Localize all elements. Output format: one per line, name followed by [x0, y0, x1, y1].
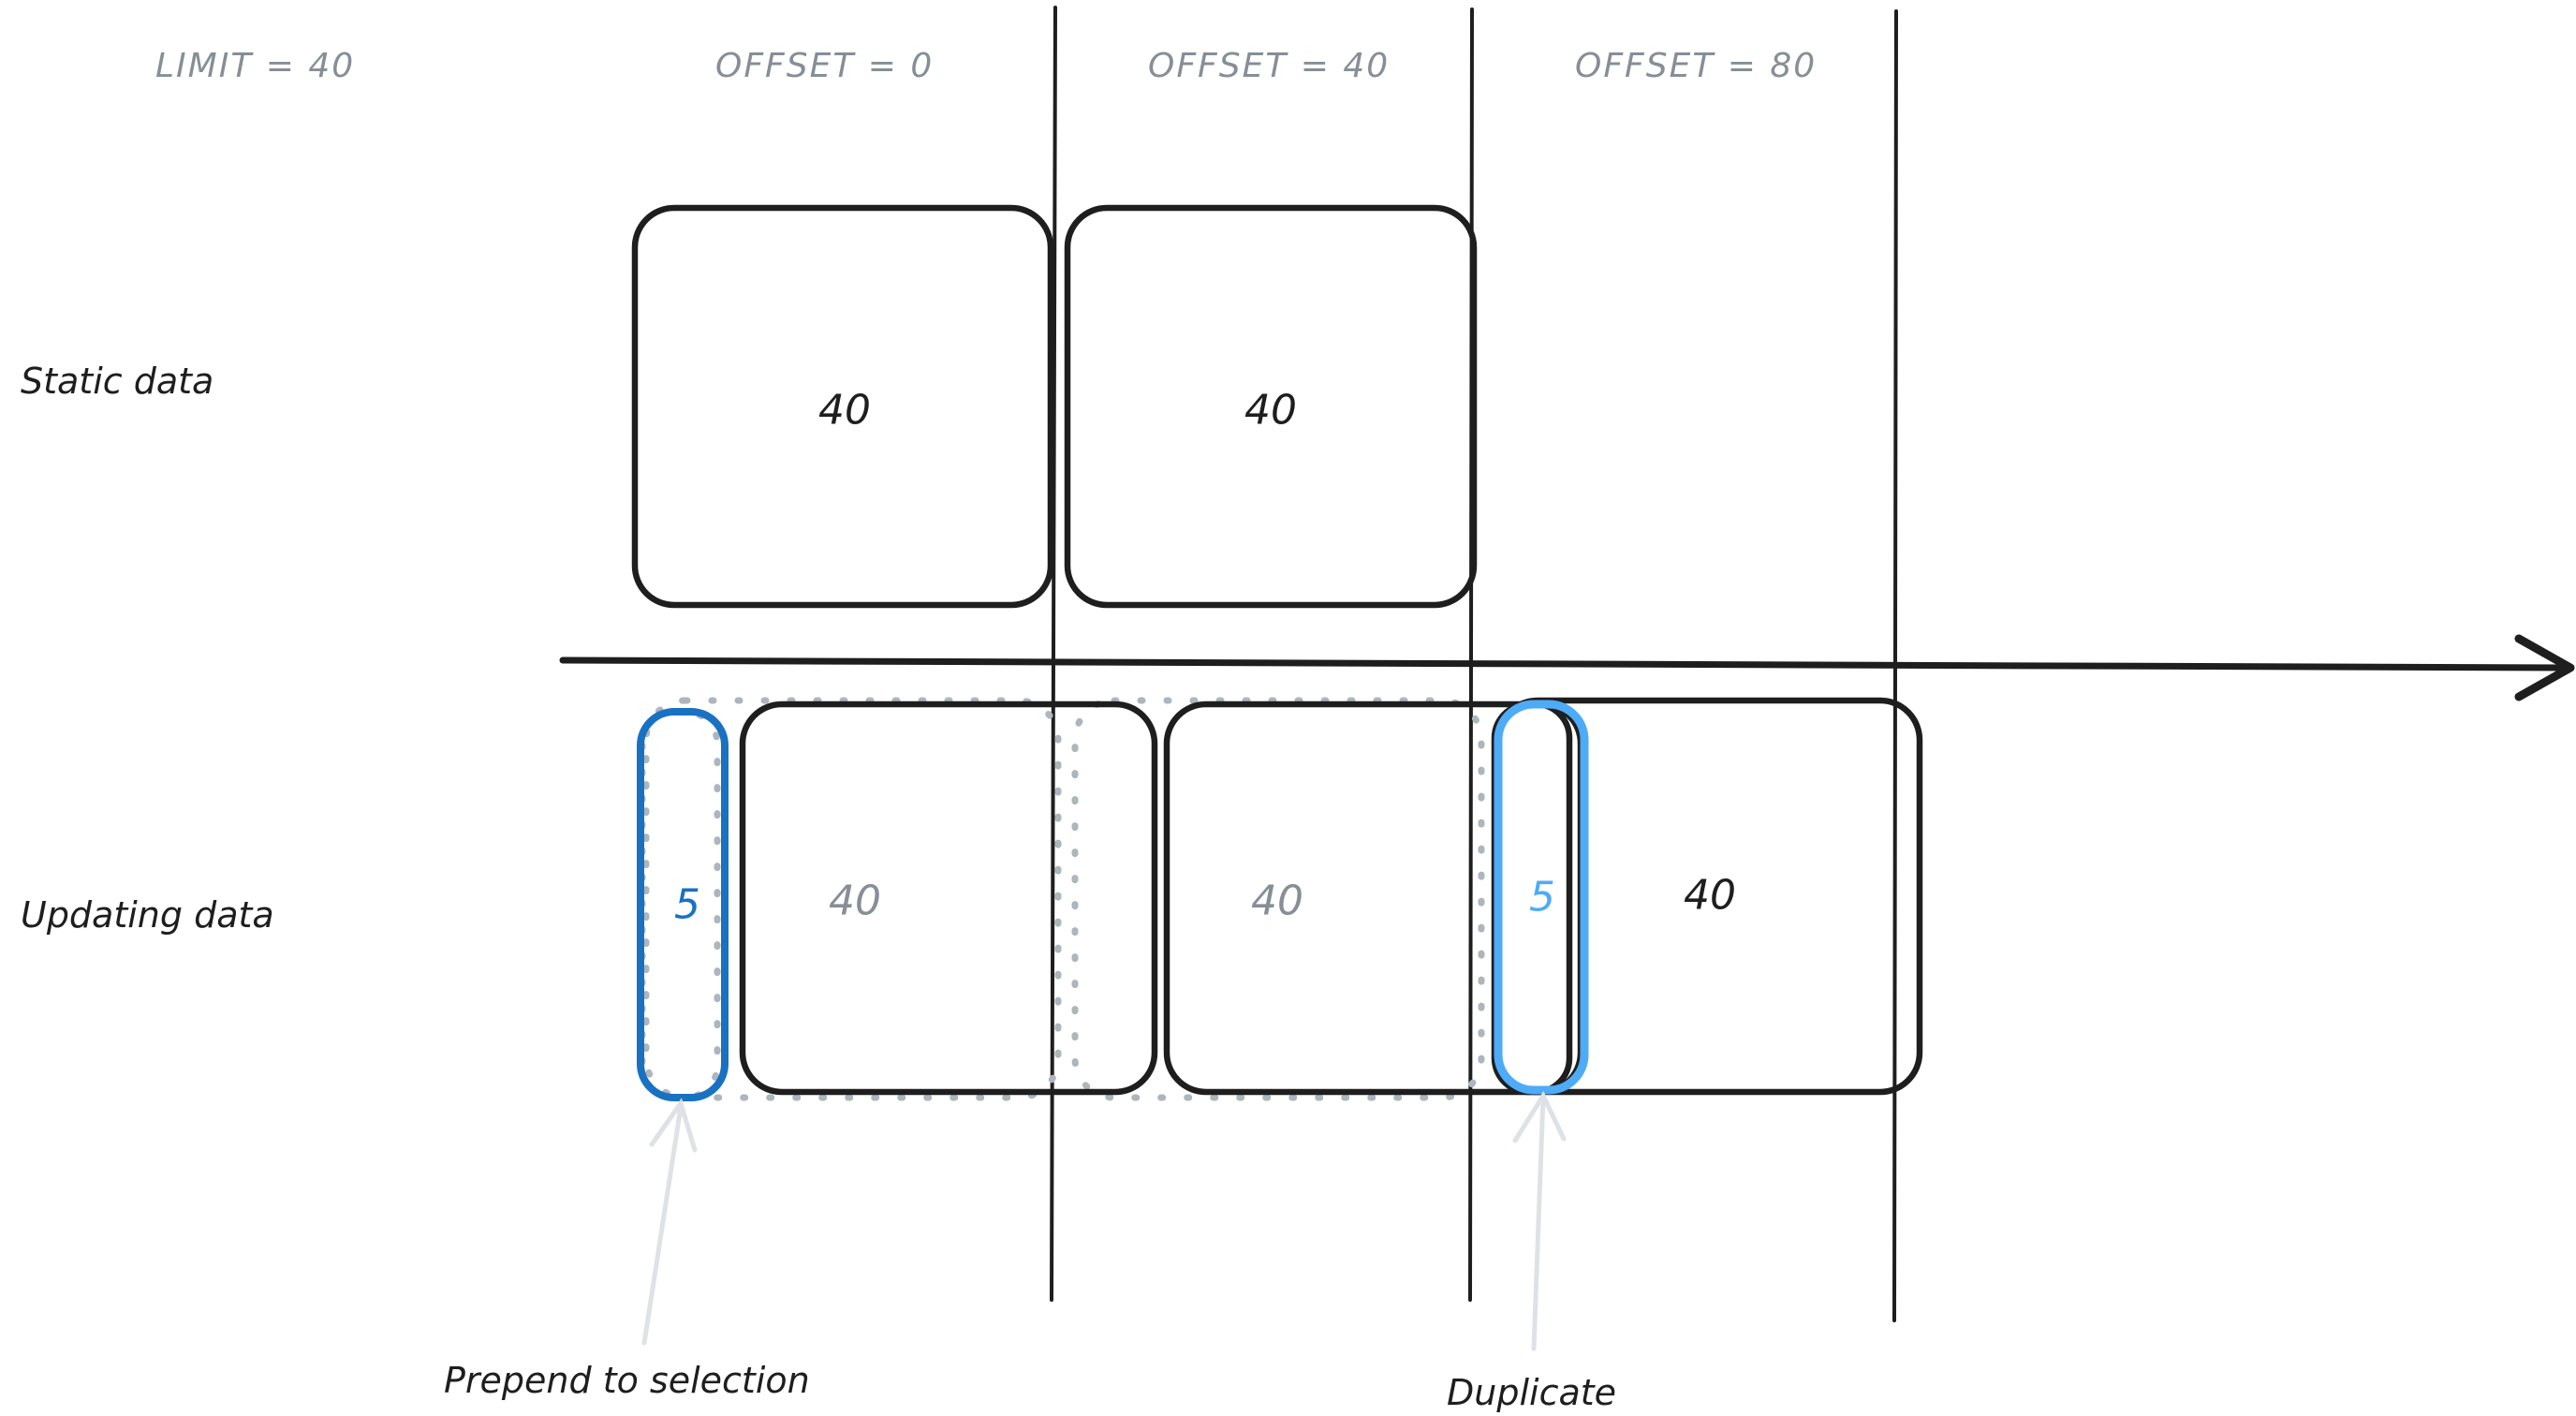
time-axis-arrowhead — [2514, 634, 2575, 701]
time-axis-line — [559, 656, 2568, 671]
updating-row-blocks — [739, 697, 1923, 1096]
updating-block-40-a-value: 40 — [829, 877, 881, 925]
offset-divider-lines — [1050, 6, 1898, 1322]
duplicate-arrow-head — [1512, 1090, 1567, 1143]
divider-line-2 — [1468, 7, 1474, 1302]
prepend-block-value: 5 — [674, 880, 700, 929]
prepend-arrow-head — [649, 1098, 698, 1153]
static-row-blocks — [631, 204, 1478, 609]
updating-block-40-c-value: 40 — [1684, 871, 1736, 920]
row-label-static-data: Static data — [21, 361, 214, 402]
header-limit: LIMIT = 40 — [155, 47, 356, 85]
row-label-updating-data: Updating data — [21, 894, 274, 936]
duplicate-arrow-shaft — [1531, 1095, 1546, 1351]
annotation-duplicate: Duplicate — [1447, 1372, 1617, 1413]
header-offset-40: OFFSET = 40 — [1148, 47, 1391, 85]
annotation-arrows — [641, 1090, 1567, 1351]
ghost-outlines — [639, 697, 1485, 1101]
header-offset-0: OFFSET = 0 — [715, 47, 935, 85]
annotation-prepend-to-selection: Prepend to selection — [444, 1360, 810, 1401]
header-offset-80: OFFSET = 80 — [1575, 47, 1818, 85]
prepend-arrow-shaft — [641, 1104, 684, 1346]
updating-block-40-b — [1163, 701, 1584, 1096]
static-block-2-value: 40 — [1244, 386, 1297, 435]
time-axis-arrow — [559, 634, 2575, 701]
divider-line-3 — [1892, 9, 1898, 1322]
updating-block-40-b-value: 40 — [1251, 877, 1303, 925]
updating-block-40-a — [739, 701, 1158, 1096]
static-block-1-value: 40 — [818, 386, 871, 435]
divider-line-1 — [1050, 6, 1057, 1302]
duplicate-block-value: 5 — [1529, 873, 1555, 922]
